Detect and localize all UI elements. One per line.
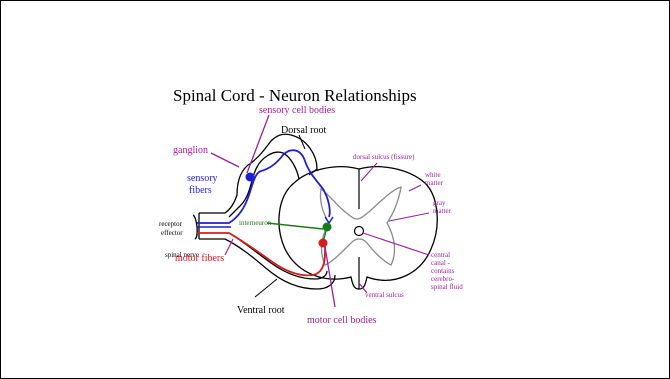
label-ventral-root: Ventral root xyxy=(237,305,285,316)
label-ventral-sulcus: ventral sulcus xyxy=(365,291,404,299)
label-white-matter-2: matter xyxy=(425,179,444,187)
label-dorsal-root: Dorsal root xyxy=(281,125,326,136)
label-effector: effector xyxy=(161,229,183,237)
label-white-matter-1: white xyxy=(425,171,441,179)
label-receptor: receptor xyxy=(159,220,183,228)
label-motor-cell-bodies: motor cell bodies xyxy=(307,315,377,326)
label-gray-matter-2: matter xyxy=(433,207,452,215)
label-sensory-fibers-1: sensory xyxy=(187,173,218,184)
label-gray-matter-1: gray xyxy=(433,199,446,207)
label-central-canal-5: spinal fluid xyxy=(431,283,463,291)
label-central-canal-4: cerebro- xyxy=(431,275,455,283)
diagram-svg: Spinal Cord - Neuron Relationships xyxy=(159,77,485,329)
label-central-canal-1: central xyxy=(431,251,450,259)
label-central-canal-2: canal - xyxy=(431,259,451,267)
sensory-cell-body xyxy=(246,173,255,182)
label-sensory-fibers-2: fibers xyxy=(189,185,212,196)
central-canal xyxy=(355,227,364,236)
label-interneuron: interneuron xyxy=(239,219,272,227)
label-ganglion: ganglion xyxy=(173,145,208,156)
label-central-canal-3: contains xyxy=(431,267,455,275)
diagram-title: Spinal Cord - Neuron Relationships xyxy=(173,86,417,105)
label-sensory-cell-bodies: sensory cell bodies xyxy=(259,105,335,116)
label-dorsal-sulcus: dorsal sulcus (fissure) xyxy=(353,153,415,161)
spinal-cord-diagram: Spinal Cord - Neuron Relationships xyxy=(159,77,485,329)
motor-cell-body xyxy=(319,239,328,248)
label-motor-fibers: motor fibers xyxy=(175,253,224,264)
